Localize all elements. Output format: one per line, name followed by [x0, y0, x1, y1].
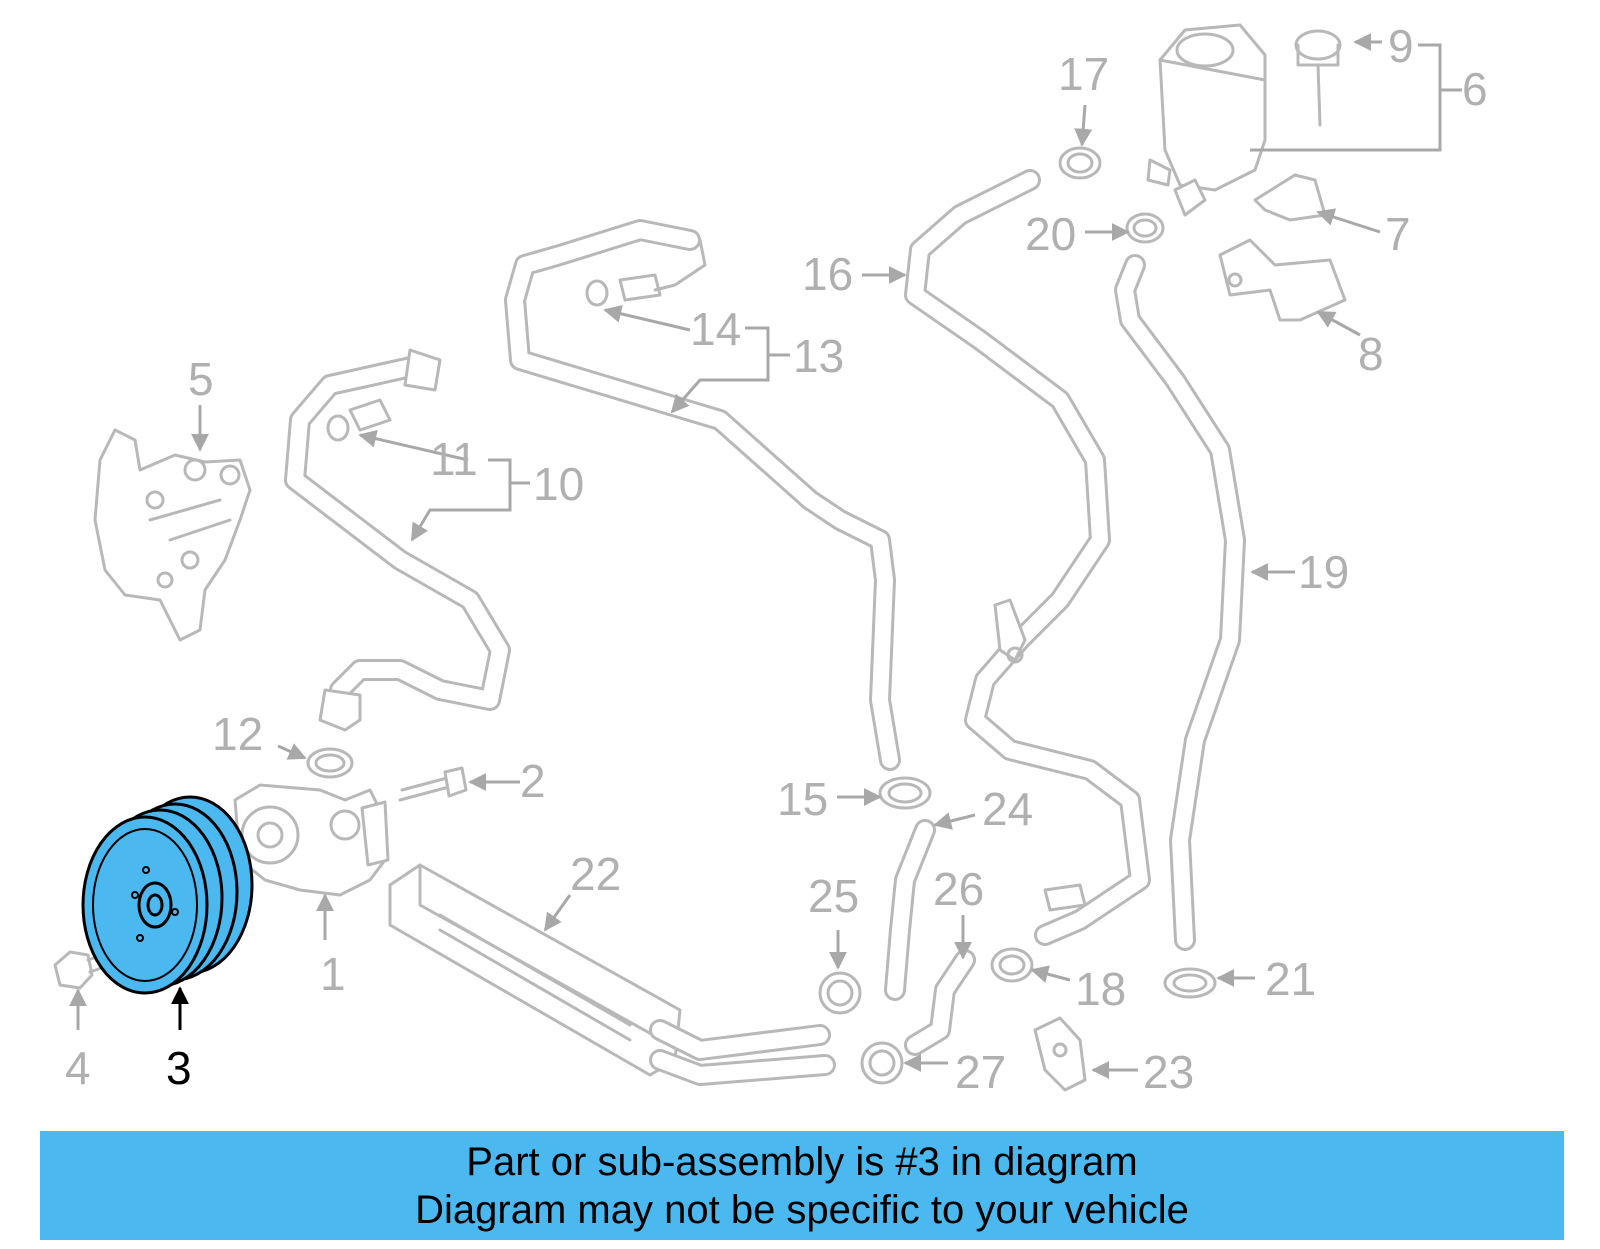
callout-1: 1 [320, 948, 346, 1000]
callout-12: 12 [212, 708, 263, 760]
part-6-reservoir [1146, 23, 1267, 217]
callout-8: 8 [1358, 328, 1384, 380]
part-10-line [284, 348, 511, 732]
clamp-15 [878, 776, 932, 810]
clamp-20 [1125, 212, 1165, 244]
callout-11: 11 [430, 433, 478, 485]
part-9-cap [1294, 29, 1342, 127]
part-16-hose [904, 169, 1151, 946]
parts-diagram: 1 2 3 4 5 6 7 8 9 10 11 12 13 14 15 16 1… [53, 20, 1488, 1098]
callout-9: 9 [1388, 20, 1414, 72]
callout-5: 5 [188, 353, 214, 405]
part-24-hose [884, 819, 936, 1001]
clamp-25 [818, 971, 862, 1015]
callout-10: 10 [533, 458, 584, 510]
callout-26: 26 [933, 863, 984, 915]
callout-2: 2 [520, 755, 546, 807]
part-7-bracket [1253, 173, 1327, 222]
part-8-bracket [1218, 238, 1347, 322]
callout-16: 16 [802, 248, 853, 300]
callout-labels: 1 2 3 4 5 6 7 8 9 10 11 12 13 14 15 16 1… [65, 20, 1488, 1098]
callout-18: 18 [1075, 963, 1126, 1015]
callout-4: 4 [65, 1042, 91, 1094]
part-3-pulley [81, 795, 254, 995]
part-2-bolt [398, 766, 468, 802]
callout-21: 21 [1265, 953, 1316, 1005]
callout-3: 3 [166, 1042, 192, 1094]
callout-19: 19 [1298, 546, 1349, 598]
callout-17: 17 [1058, 48, 1109, 100]
part-26-hose [904, 949, 976, 1056]
clamp-27 [860, 1041, 904, 1085]
clamp-21 [1163, 967, 1217, 999]
callout-13: 13 [793, 330, 844, 382]
banner-line-1: Part or sub-assembly is #3 in diagram [466, 1139, 1138, 1184]
callout-7: 7 [1385, 208, 1411, 260]
callout-23: 23 [1143, 1046, 1194, 1098]
callout-27: 27 [955, 1046, 1006, 1098]
callout-24: 24 [982, 783, 1033, 835]
part-13-line [504, 219, 901, 771]
callout-20: 20 [1025, 208, 1076, 260]
callout-14: 14 [690, 303, 741, 355]
callout-6: 6 [1462, 63, 1488, 115]
clamp-17 [1058, 146, 1102, 180]
part-19-hose [1114, 254, 1246, 951]
part-12-gasket [306, 747, 354, 779]
callout-22: 22 [570, 848, 621, 900]
info-banner: Part or sub-assembly is #3 in diagram Di… [40, 1131, 1564, 1240]
part-5-bracket [93, 428, 252, 642]
part-23-bracket [1033, 1016, 1087, 1092]
callout-25: 25 [808, 870, 859, 922]
leader-lines [69, 33, 1462, 1079]
part-1-pump [233, 783, 390, 897]
banner-line-2: Diagram may not be specific to your vehi… [415, 1187, 1189, 1232]
clamp-18 [990, 947, 1034, 983]
part-22-cooler [388, 863, 836, 1086]
callout-15: 15 [777, 773, 828, 825]
